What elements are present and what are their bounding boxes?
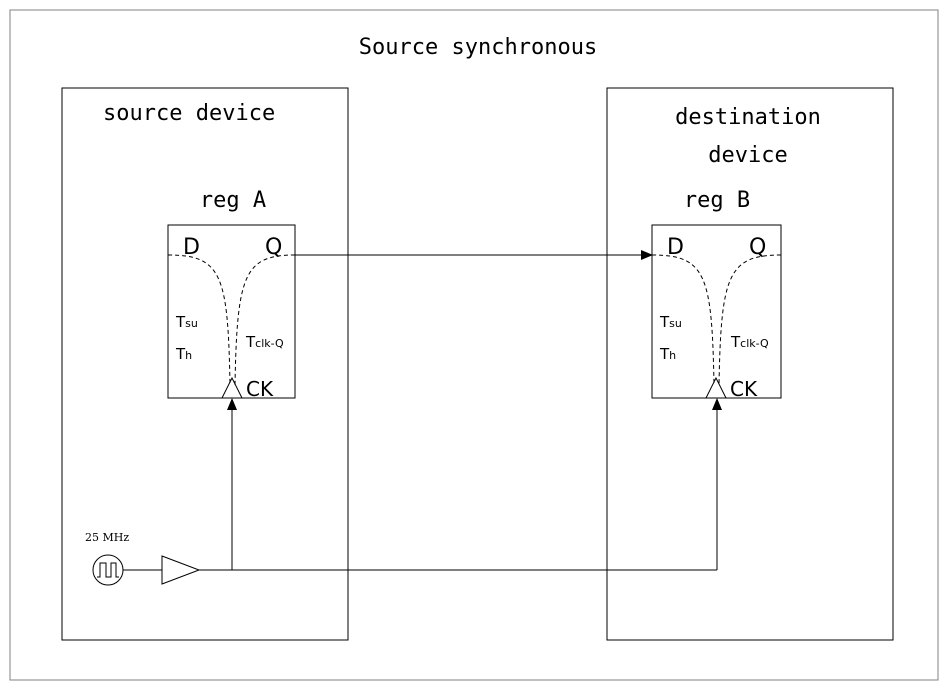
reg-a-tclkq: Tclk-Q — [245, 333, 284, 351]
destination-device-box — [606, 87, 894, 641]
clock-buffer-icon — [161, 555, 201, 585]
diagram-title: Source synchronous — [359, 35, 597, 60]
oscillator-icon — [92, 554, 124, 586]
reg-a-d-pin: D — [183, 235, 200, 260]
clock-source: 25 MHz — [85, 531, 201, 586]
reg-b-clk-q-curve — [718, 254, 782, 386]
reg-b-tsu: Tsu — [659, 313, 682, 331]
reg-a-tsu: Tsu — [175, 313, 198, 331]
reg-b-clock-triangle — [705, 376, 727, 399]
square-wave-icon — [97, 562, 119, 578]
source-device-label: source device — [103, 101, 275, 126]
reg-b-tclkq: Tclk-Q — [730, 333, 769, 351]
reg-a-setup-curve — [167, 254, 231, 386]
reg-a: reg A D Q Tsu Th Tclk-Q CK — [167, 188, 296, 401]
reg-a-th: Th — [175, 345, 192, 363]
reg-a-clk-q-curve — [234, 254, 296, 386]
destination-device-label-line2: device — [708, 143, 787, 168]
reg-a-q-pin: Q — [265, 235, 282, 260]
reg-b-q-pin: Q — [749, 235, 766, 260]
outer-frame — [9, 9, 939, 681]
reg-b-ck-pin: CK — [730, 377, 758, 401]
reg-a-ck-pin: CK — [246, 377, 274, 401]
reg-b-title: reg B — [684, 188, 750, 213]
reg-b: reg B D Q Tsu Th Tclk-Q CK — [651, 188, 782, 401]
reg-b-d-pin: D — [667, 235, 684, 260]
clock-frequency-label: 25 MHz — [85, 531, 129, 544]
reg-a-title: reg A — [200, 188, 266, 213]
reg-b-setup-curve — [651, 254, 715, 386]
reg-b-th: Th — [659, 345, 676, 363]
destination-device: destination device — [606, 87, 894, 641]
source-device: source device — [61, 87, 349, 641]
source-device-box — [61, 87, 349, 641]
destination-device-label-line1: destination — [675, 105, 821, 130]
reg-a-clock-triangle — [221, 376, 243, 399]
